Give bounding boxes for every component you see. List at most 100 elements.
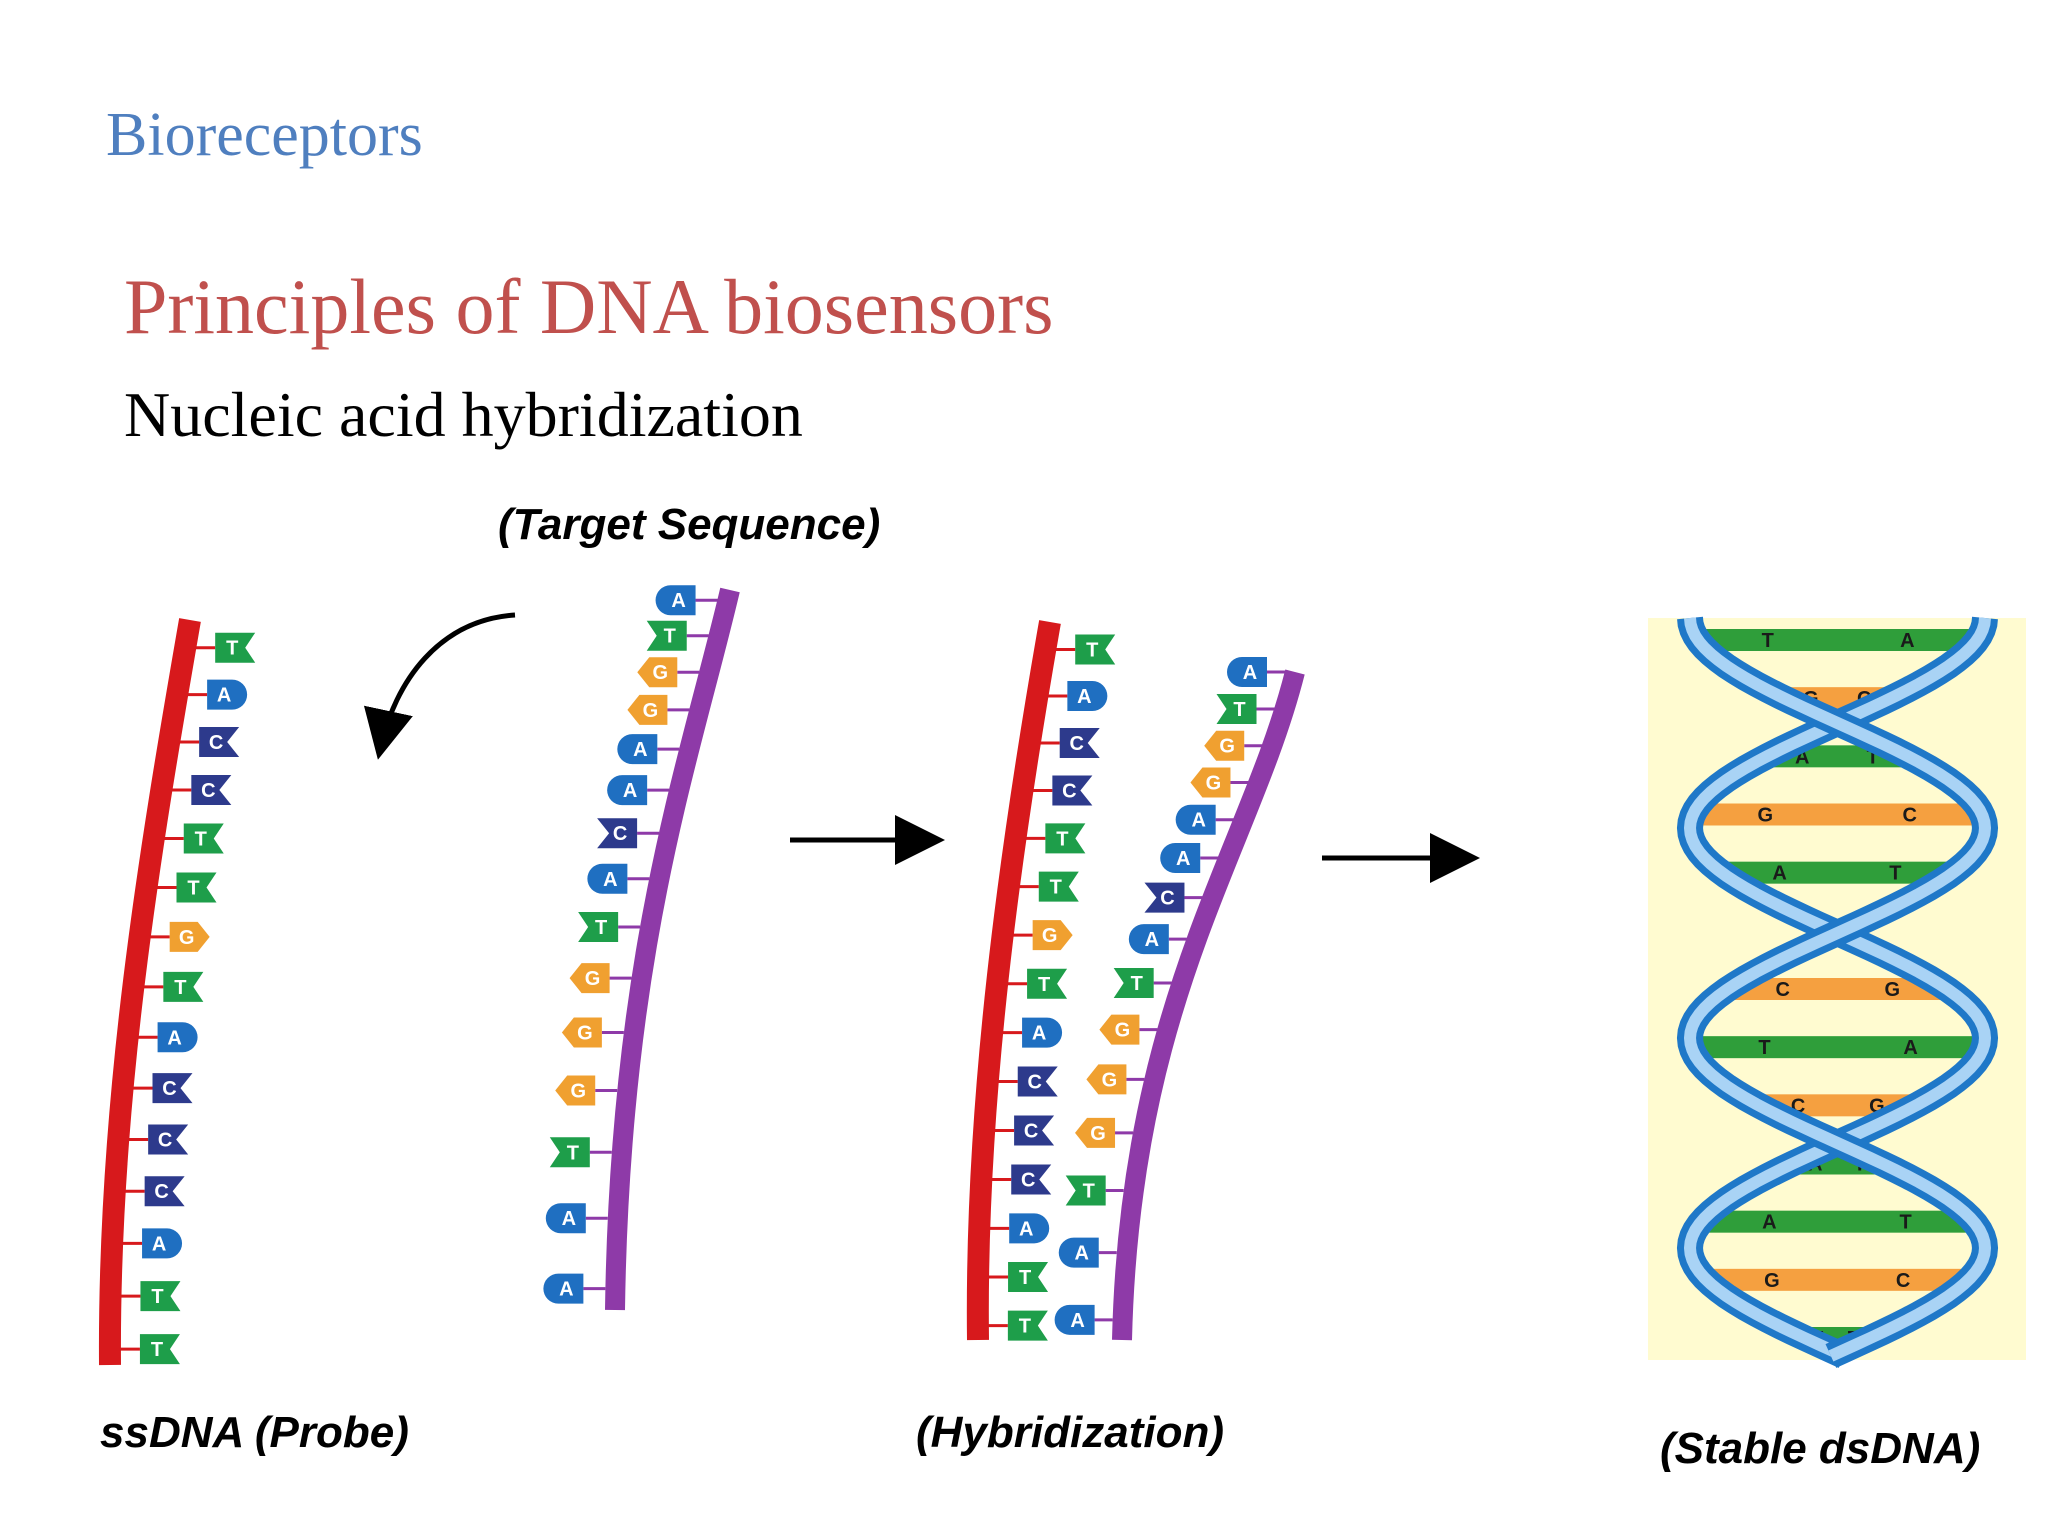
base-g: G	[1075, 1117, 1116, 1148]
svg-text:G: G	[1206, 772, 1222, 794]
base-c: C	[148, 1124, 189, 1155]
svg-text:A: A	[633, 739, 647, 761]
base-c: C	[191, 775, 232, 806]
caption-stable-dsdna: (Stable dsDNA)	[1660, 1424, 1981, 1473]
base-t: T	[1065, 1175, 1106, 1206]
base-t: T	[176, 872, 217, 903]
svg-text:T: T	[226, 638, 238, 660]
base-a: A	[1009, 1213, 1050, 1244]
base-t: T	[578, 911, 619, 942]
svg-text:A: A	[1077, 686, 1091, 708]
binding-arrow-icon	[363, 612, 516, 760]
svg-text:T: T	[1762, 630, 1774, 652]
svg-text:T: T	[1758, 1037, 1770, 1059]
svg-text:C: C	[613, 823, 627, 845]
svg-text:T: T	[595, 917, 607, 939]
base-t: T	[139, 1334, 180, 1365]
svg-text:A: A	[562, 1208, 576, 1230]
base-g: G	[1032, 920, 1073, 951]
base-a: A	[1058, 1237, 1099, 1268]
base-t: T	[1007, 1310, 1048, 1341]
svg-text:G: G	[1115, 1020, 1131, 1042]
section-heading: Bioreceptors	[106, 101, 423, 169]
svg-text:G: G	[1764, 1270, 1780, 1292]
probe-backbone	[98, 618, 201, 1366]
svg-text:G: G	[585, 968, 601, 990]
svg-text:C: C	[162, 1078, 176, 1100]
base-g: G	[1099, 1014, 1140, 1045]
base-t: T	[1113, 967, 1154, 998]
svg-text:C: C	[1903, 805, 1917, 827]
svg-text:A: A	[1019, 1218, 1033, 1240]
base-g: G	[169, 921, 210, 952]
base-g: G	[569, 963, 610, 994]
svg-text:A: A	[1070, 1310, 1084, 1332]
svg-text:A: A	[559, 1279, 573, 1301]
svg-text:G: G	[1090, 1123, 1106, 1145]
base-c: C	[1052, 775, 1093, 806]
base-c: C	[144, 1176, 185, 1207]
base-a: A	[1067, 681, 1108, 712]
svg-text:A: A	[1176, 848, 1190, 870]
svg-text:T: T	[151, 1286, 163, 1308]
base-a: A	[1128, 924, 1169, 955]
svg-text:T: T	[664, 626, 676, 648]
svg-text:A: A	[1762, 1212, 1776, 1234]
helix-ribbons	[1676, 616, 1999, 1368]
base-t: T	[1075, 634, 1116, 665]
svg-text:A: A	[152, 1233, 166, 1255]
svg-text:C: C	[158, 1129, 172, 1151]
svg-text:G: G	[1885, 979, 1901, 1001]
base-t: T	[215, 632, 256, 663]
base-a: A	[1022, 1017, 1063, 1048]
svg-text:A: A	[1243, 662, 1257, 684]
svg-text:C: C	[1069, 733, 1083, 755]
svg-text:T: T	[187, 877, 199, 899]
svg-text:G: G	[653, 662, 669, 684]
svg-text:A: A	[623, 780, 637, 802]
base-c: C	[1017, 1066, 1058, 1097]
base-c: C	[1059, 728, 1100, 759]
svg-text:T: T	[1233, 699, 1245, 721]
target-backbone	[605, 587, 740, 1311]
svg-text:C: C	[1021, 1169, 1035, 1191]
slide-subtitle: Nucleic acid hybridization	[124, 379, 803, 450]
base-t: T	[549, 1137, 590, 1168]
base-g: G	[627, 694, 668, 725]
svg-text:T: T	[1019, 1316, 1031, 1338]
base-t: T	[646, 620, 687, 651]
base-g: G	[555, 1075, 596, 1106]
svg-text:A: A	[1900, 630, 1914, 652]
svg-text:C: C	[1062, 781, 1076, 803]
svg-text:C: C	[1896, 1270, 1910, 1292]
svg-text:G: G	[1102, 1069, 1118, 1091]
svg-text:G: G	[577, 1023, 593, 1045]
svg-text:A: A	[603, 869, 617, 891]
base-c: C	[1144, 882, 1185, 913]
svg-text:A: A	[1032, 1023, 1046, 1045]
svg-text:T: T	[567, 1142, 579, 1164]
svg-text:G: G	[1042, 925, 1058, 947]
svg-text:G: G	[570, 1080, 586, 1102]
base-t: T	[183, 823, 224, 854]
svg-text:T: T	[1083, 1180, 1095, 1202]
base-a: A	[655, 585, 696, 616]
svg-text:C: C	[1024, 1120, 1038, 1142]
hybrid-target-backbone	[1112, 669, 1305, 1341]
base-c: C	[1014, 1115, 1055, 1146]
svg-text:A: A	[1903, 1037, 1917, 1059]
caption-ssdna-probe: ssDNA (Probe)	[100, 1408, 409, 1457]
svg-text:C: C	[1775, 979, 1789, 1001]
base-a: A	[1227, 657, 1267, 687]
svg-text:T: T	[1889, 863, 1901, 885]
